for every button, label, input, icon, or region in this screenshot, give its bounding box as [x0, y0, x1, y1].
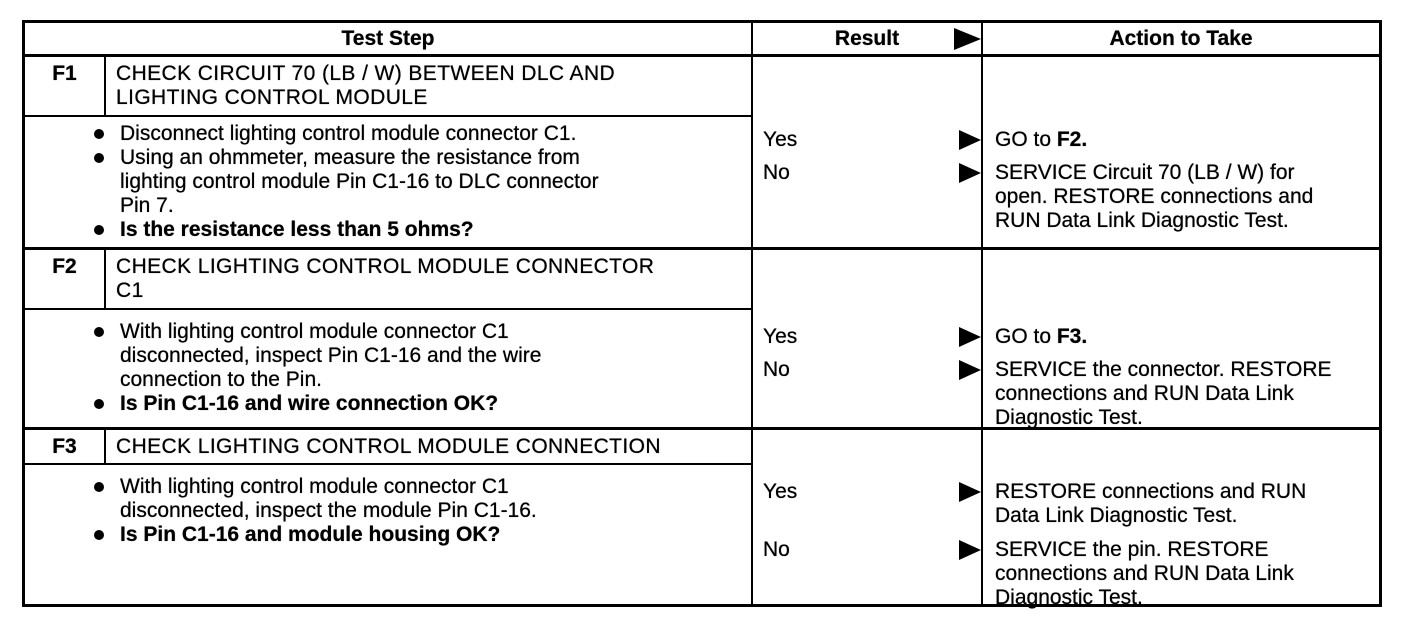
result-row-no: No	[753, 538, 981, 562]
result-arrow-icon	[959, 327, 981, 347]
action-cell: GO to F2. SERVICE Circuit 70 (LB / W) fo…	[983, 57, 1379, 247]
test-step-cell: F3 CHECK LIGHTING CONTROL MODULE CONNECT…	[25, 430, 753, 604]
step-instructions: Disconnect lighting control module conne…	[25, 117, 751, 242]
result-no-label: No	[763, 161, 790, 184]
bullet-icon	[94, 225, 104, 235]
result-header-label: Result	[834, 26, 900, 50]
result-no-label: No	[763, 358, 790, 381]
step-instructions: With lighting control module connector C…	[25, 465, 751, 547]
action-text: GO to	[995, 128, 1057, 151]
result-column-header: Result	[753, 23, 983, 54]
result-arrow-icon	[954, 27, 981, 50]
test-title-row: F1 CHECK CIRCUIT 70 (LB / W) BETWEEN DLC…	[25, 57, 751, 117]
test-section-f1: F1 CHECK CIRCUIT 70 (LB / W) BETWEEN DLC…	[25, 57, 1379, 250]
step-id-label: F1	[25, 57, 106, 115]
test-step-cell: F2 CHECK LIGHTING CONTROL MODULE CONNECT…	[25, 250, 753, 427]
step-title: CHECK LIGHTING CONTROL MODULE CONNECTOR …	[116, 255, 655, 302]
test-step-column-header: Test Step	[25, 23, 753, 54]
action-step-reference: F3.	[1056, 325, 1088, 348]
result-cell: Yes No	[753, 430, 983, 604]
bullet-icon	[94, 129, 104, 139]
action-no-text: SERVICE the pin. RESTORE connections and…	[995, 538, 1294, 609]
result-row-yes: Yes	[753, 128, 981, 152]
action-text: GO to	[995, 325, 1057, 348]
result-row-no: No	[753, 161, 981, 185]
step-id-label: F2	[25, 250, 106, 308]
bullet-icon	[94, 153, 104, 163]
result-row-yes: Yes	[753, 480, 981, 504]
action-step-reference: F2.	[1056, 128, 1088, 151]
step-title: CHECK CIRCUIT 70 (LB / W) BETWEEN DLC AN…	[116, 62, 616, 109]
bullet-icon	[94, 399, 104, 409]
result-arrow-icon	[959, 360, 981, 380]
bullet-icon	[94, 327, 104, 337]
action-no-text: SERVICE Circuit 70 (LB / W) for open. RE…	[995, 161, 1314, 232]
step-bullet: Using an ohmmeter, measure the resistanc…	[94, 146, 747, 218]
step-id-label: F3	[25, 430, 106, 463]
bullet-icon	[94, 530, 104, 540]
action-cell: RESTORE connections and RUN Data Link Di…	[983, 430, 1379, 609]
result-yes-label: Yes	[763, 128, 798, 151]
action-yes-text: GO to F2.	[995, 128, 1377, 152]
action-yes-text: RESTORE connections and RUN Data Link Di…	[995, 480, 1307, 527]
table-header-row: Test Step Result Action to Take	[25, 23, 1379, 57]
result-row-yes: Yes	[753, 325, 981, 349]
result-cell: Yes No	[753, 57, 983, 247]
step-instructions: With lighting control module connector C…	[25, 310, 751, 416]
test-title-row: F3 CHECK LIGHTING CONTROL MODULE CONNECT…	[25, 430, 751, 465]
test-section-f3: F3 CHECK LIGHTING CONTROL MODULE CONNECT…	[25, 430, 1379, 609]
step-bullet: With lighting control module connector C…	[94, 320, 747, 392]
result-no-label: No	[763, 538, 790, 561]
result-yes-label: Yes	[763, 480, 798, 503]
action-no-text: SERVICE the connector. RESTORE connectio…	[995, 358, 1332, 429]
result-yes-label: Yes	[763, 325, 798, 348]
step-question-bullet: Is the resistance less than 5 ohms?	[94, 218, 747, 242]
test-step-cell: F1 CHECK CIRCUIT 70 (LB / W) BETWEEN DLC…	[25, 57, 753, 247]
step-question-bullet: Is Pin C1-16 and module housing OK?	[94, 523, 747, 547]
action-cell: GO to F3. SERVICE the connector. RESTORE…	[983, 250, 1379, 429]
step-bullet: With lighting control module connector C…	[94, 475, 747, 523]
pinpoint-test-table: Test Step Result Action to Take F1 CHECK…	[22, 20, 1382, 609]
result-arrow-icon	[959, 130, 981, 150]
result-cell: Yes No	[753, 250, 983, 427]
action-yes-text: GO to F3.	[995, 325, 1377, 349]
action-column-header: Action to Take	[1109, 26, 1253, 50]
bullet-icon	[94, 482, 104, 492]
result-row-no: No	[753, 358, 981, 382]
step-question-bullet: Is Pin C1-16 and wire connection OK?	[94, 392, 747, 416]
result-arrow-icon	[959, 163, 981, 183]
step-title: CHECK LIGHTING CONTROL MODULE CONNECTION	[116, 435, 661, 458]
test-title-row: F2 CHECK LIGHTING CONTROL MODULE CONNECT…	[25, 250, 751, 310]
step-bullet: Disconnect lighting control module conne…	[94, 122, 747, 146]
result-arrow-icon	[959, 540, 981, 560]
result-arrow-icon	[959, 482, 981, 502]
test-section-f2: F2 CHECK LIGHTING CONTROL MODULE CONNECT…	[25, 250, 1379, 430]
